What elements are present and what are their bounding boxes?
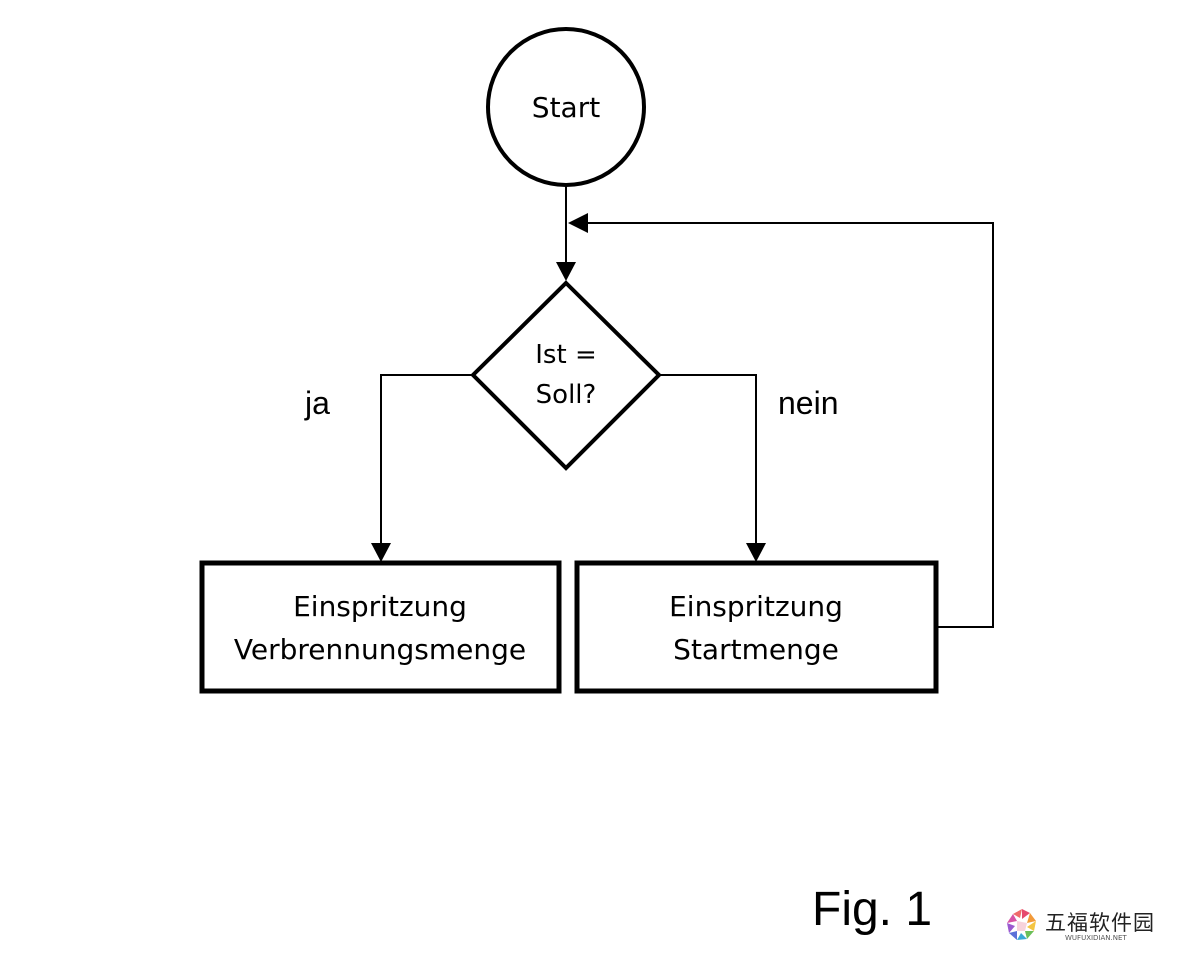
process-box-combustion-quantity: Einspritzung Verbrennungsmenge — [199, 560, 562, 694]
no-label: nein — [778, 385, 839, 421]
left-box-line1: Einspritzung — [293, 590, 467, 623]
yes-label: ja — [304, 385, 330, 421]
figure-label: Fig. 1 — [812, 883, 932, 936]
right-box-line2: Startmenge — [673, 633, 839, 666]
decision-node: Ist = Soll? — [470, 280, 662, 471]
loop-back-connector — [568, 213, 994, 628]
connector-no-branch — [659, 374, 766, 562]
process-box-start-quantity: Einspritzung Startmenge — [574, 560, 939, 694]
faceted-logo-icon — [1007, 909, 1036, 940]
connector-start-to-decision — [556, 185, 576, 281]
start-node: Start — [486, 27, 646, 187]
right-box-line1: Einspritzung — [669, 590, 843, 623]
watermark: 五福软件园 WUFUXIDIAN.NET — [1003, 907, 1163, 947]
connector-yes-branch — [371, 374, 473, 562]
left-box-line2: Verbrennungsmenge — [234, 633, 526, 666]
watermark-title: 五福软件园 — [1045, 911, 1155, 935]
decision-label-line2: Soll? — [536, 380, 597, 410]
watermark-subtitle: WUFUXIDIAN.NET — [1065, 934, 1127, 942]
start-label: Start — [532, 91, 600, 124]
decision-label-line1: Ist = — [535, 340, 596, 370]
